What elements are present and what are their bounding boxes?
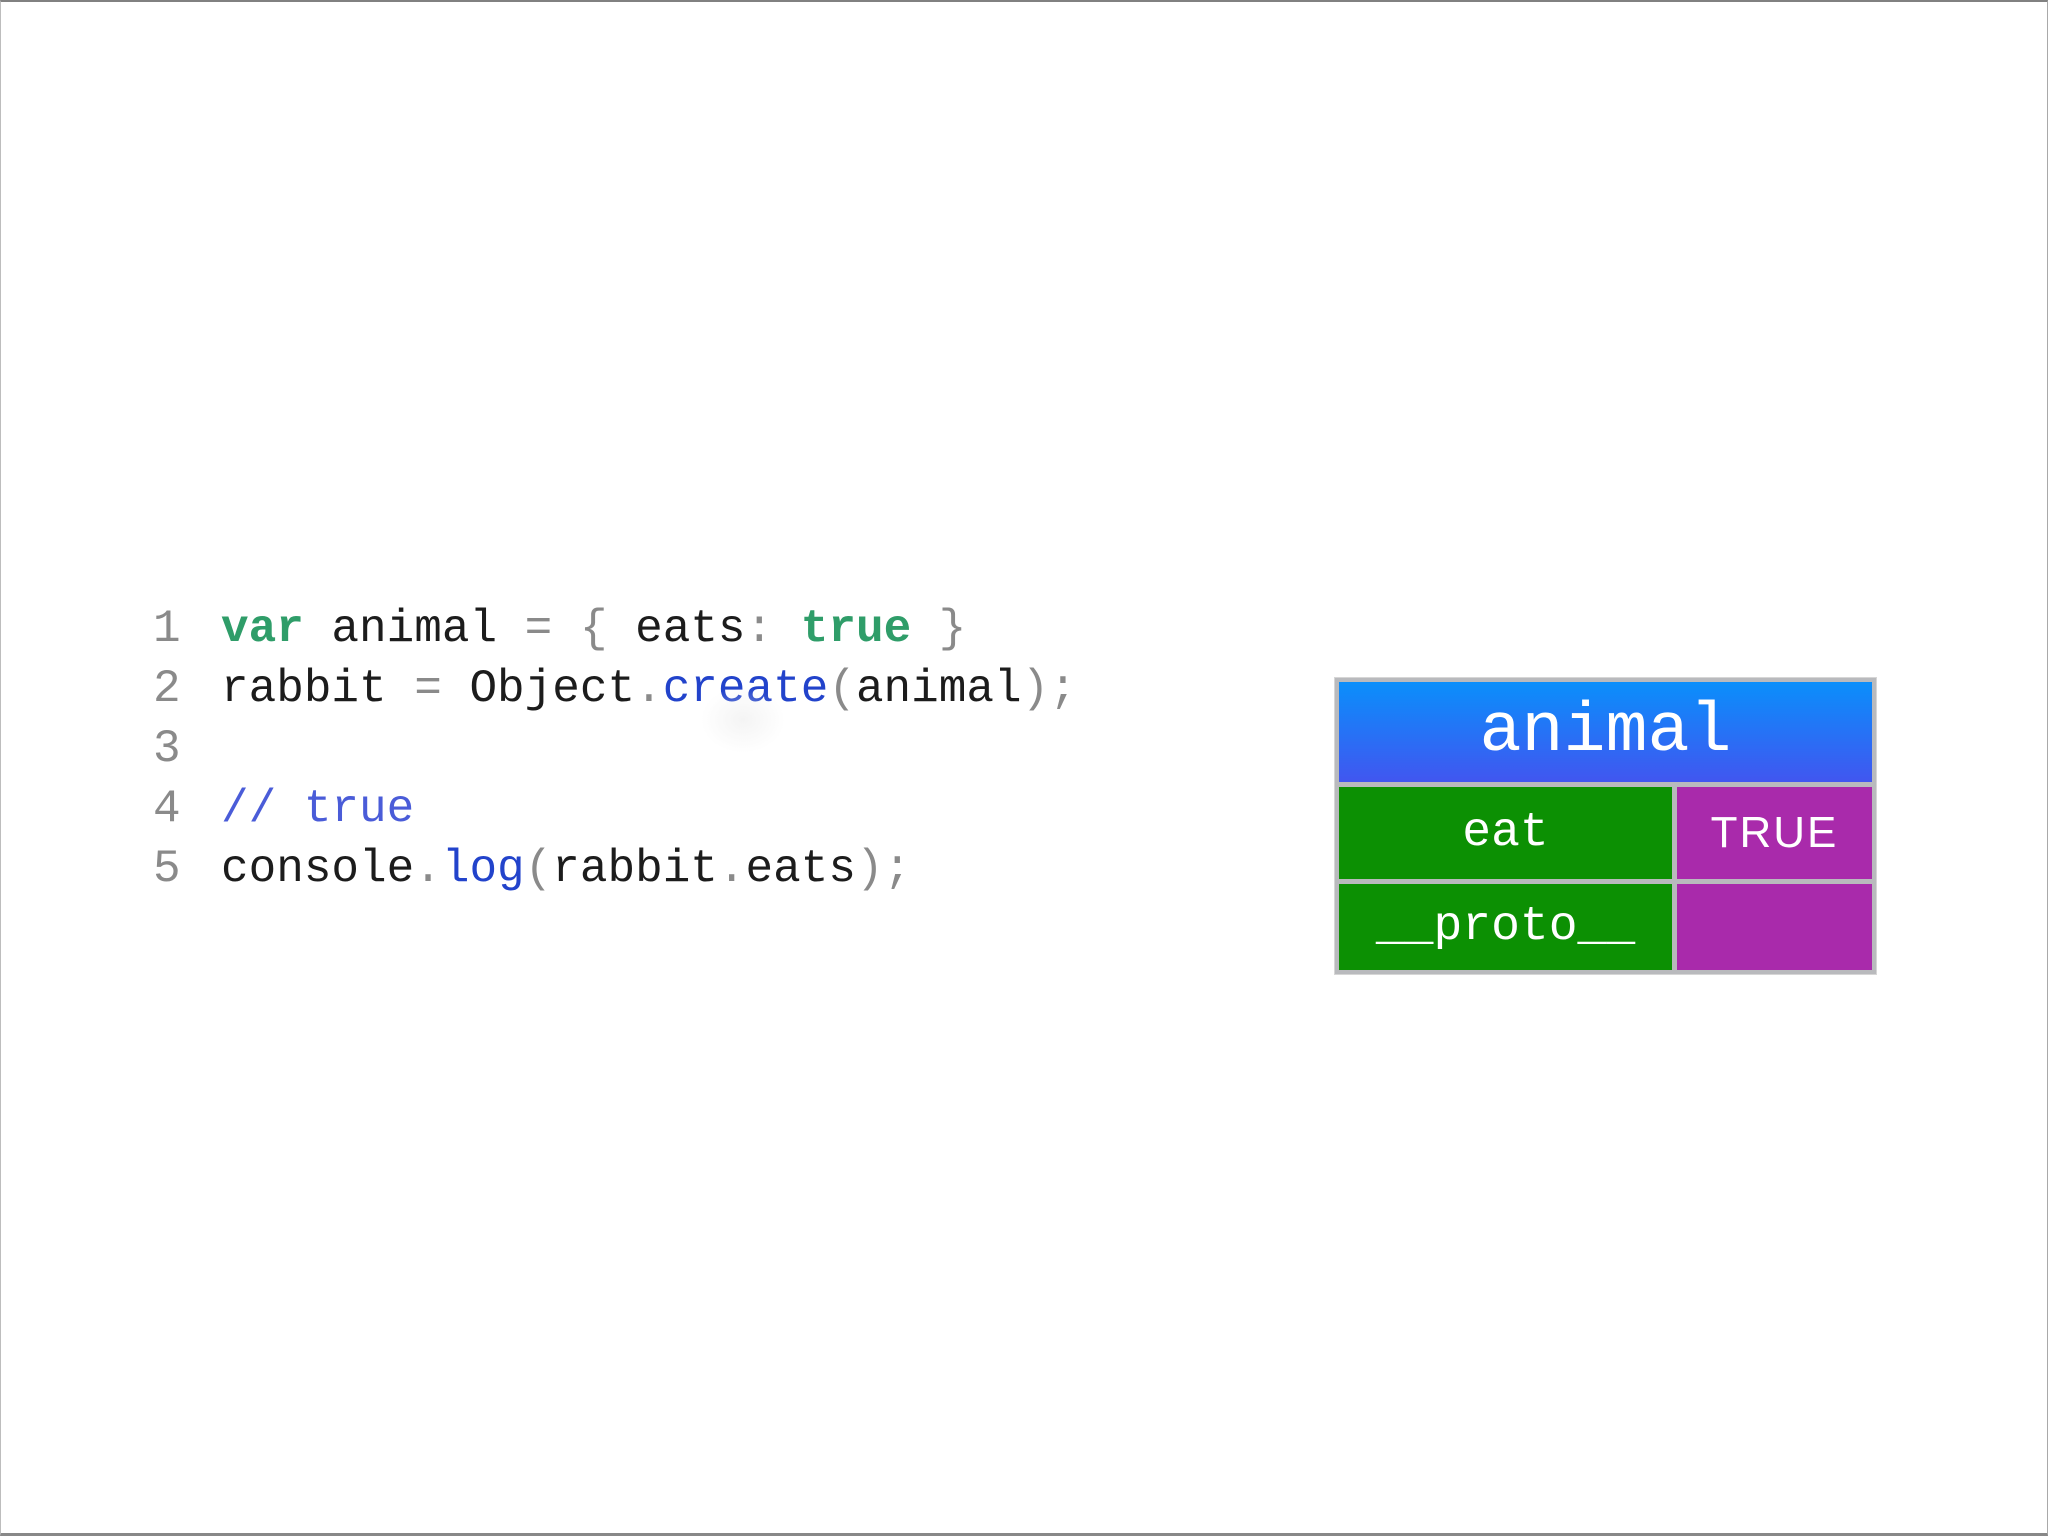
code-line: 4 // true — [153, 779, 1077, 839]
code-snippet: 1 var animal = { eats: true } 2 rabbit = Ob… — [153, 599, 1077, 899]
code-token-tx: eats — [745, 843, 856, 895]
code-token-tx: Object — [441, 663, 636, 715]
code-token-tx: eats — [607, 603, 746, 655]
code-line: 2 rabbit = Object.create(animal); — [153, 659, 1077, 719]
code-token-tx — [552, 603, 580, 655]
code-token-cm: // true — [221, 783, 415, 835]
code-token-tx: animal — [855, 663, 1022, 715]
code-token-pun: ( — [524, 843, 553, 895]
object-key-eat: eat — [1339, 787, 1672, 879]
code-token-tx: rabbit — [221, 663, 415, 715]
object-value-empty — [1677, 884, 1872, 970]
code-token-pun: . — [414, 843, 442, 895]
code-line: 3 — [153, 719, 1077, 779]
code-token-pun: ( — [828, 663, 856, 715]
code-token-pun: { — [579, 603, 608, 655]
line-number: 4 — [153, 783, 181, 835]
code-text: console.log(rabbit.eats); — [221, 839, 911, 899]
code-text: rabbit = Object.create(animal); — [221, 659, 1077, 719]
line-number: 5 — [153, 843, 181, 895]
object-title: animal — [1339, 682, 1872, 782]
code-token-pun: = — [524, 603, 553, 655]
code-token-pun: . — [635, 663, 663, 715]
line-number: 1 — [153, 603, 181, 655]
line-number: 2 — [153, 663, 181, 715]
code-token-tx: rabbit — [552, 843, 718, 895]
object-key-proto: __proto__ — [1339, 884, 1672, 970]
object-value-true: TRUE — [1677, 787, 1872, 879]
code-line: 1 var animal = { eats: true } — [153, 599, 1077, 659]
code-text: // true — [221, 779, 414, 839]
code-token-kw: var — [221, 603, 304, 655]
code-token-pun: ); — [855, 843, 912, 895]
code-token-tx — [773, 603, 801, 655]
code-token-tx: console — [221, 843, 415, 895]
code-token-pun: . — [717, 843, 746, 895]
code-token-pun: } — [938, 603, 967, 655]
code-token-fn: log — [441, 843, 525, 895]
code-token-pun: : — [745, 603, 774, 655]
code-token-tx — [911, 603, 939, 655]
code-token-fn: create — [662, 663, 829, 715]
code-token-kw: true — [800, 603, 912, 655]
code-token-pun: ); — [1021, 663, 1077, 715]
code-token-pun: = — [414, 663, 442, 715]
code-token-tx: animal — [303, 603, 525, 655]
line-number: 3 — [153, 723, 181, 775]
code-text: var animal = { eats: true } — [221, 599, 966, 659]
